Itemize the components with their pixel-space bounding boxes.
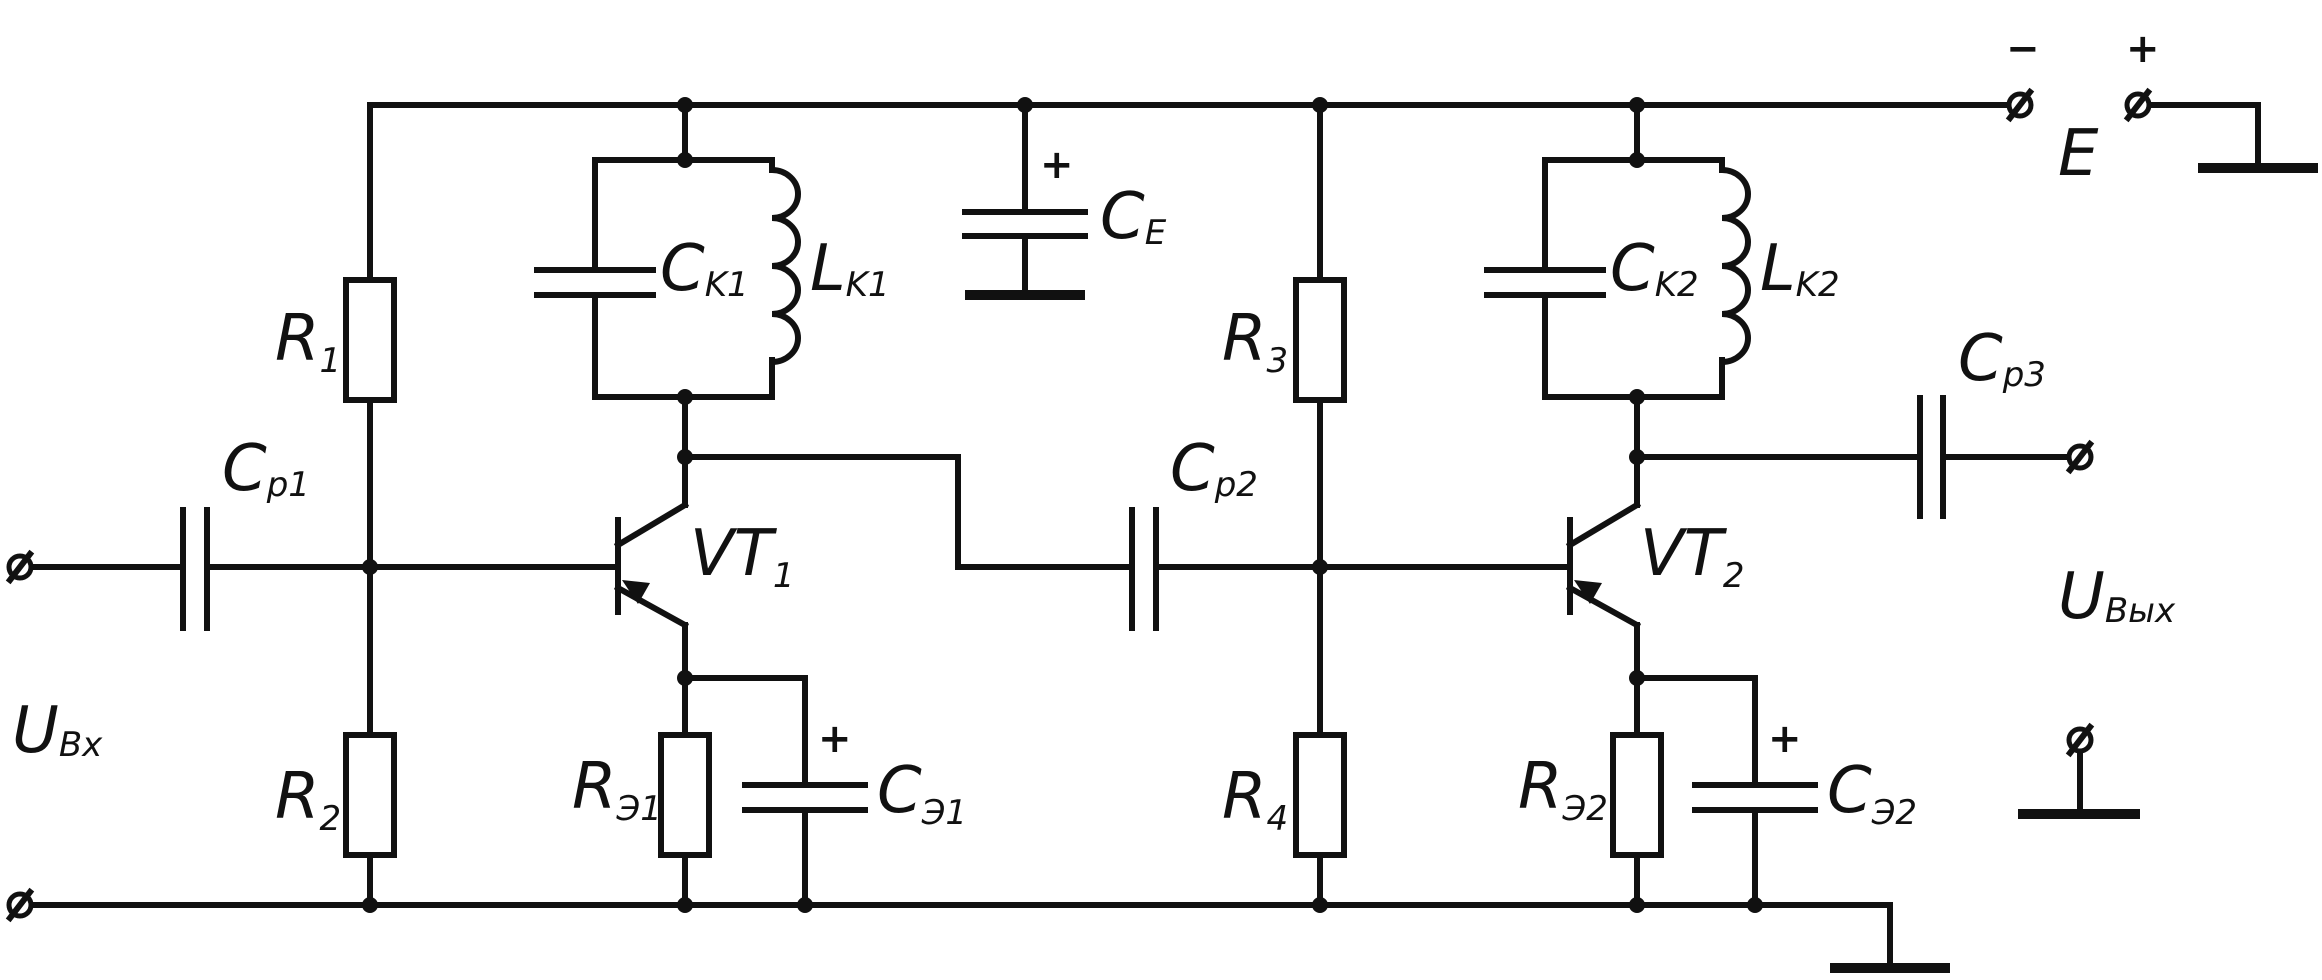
polarity-signs: + + + − +: [818, 26, 2160, 762]
resistor-re1: [658, 732, 712, 858]
resistor-r3: [1293, 277, 1347, 403]
label-lk2: LK2: [1760, 232, 1840, 306]
capacitor-ce: [962, 209, 1088, 300]
label-cp2: Cp2: [1170, 432, 1258, 506]
label-cp1: Cp1: [222, 432, 310, 506]
supply-plus-sign: +: [2126, 26, 2160, 72]
output-terminal-ground: [2065, 722, 2095, 758]
input-terminal-signal: [5, 549, 35, 585]
inductor-lk2: [1718, 166, 1751, 366]
label-ce: CE: [1100, 180, 1167, 254]
junction-nodes: [362, 97, 1763, 913]
resistor-re2: [1610, 732, 1664, 858]
label-r2: R2: [275, 760, 341, 839]
inductor-lk1: [768, 166, 801, 366]
capacitor-ce1: [742, 782, 868, 813]
plus-sign-ce2: +: [1768, 716, 1802, 762]
label-ck1: CK1: [660, 232, 749, 306]
label-r3: R3: [1222, 302, 1288, 381]
capacitors: [180, 209, 1946, 813]
supply-terminal-positive: [2123, 87, 2153, 123]
output-terminal-signal: [2065, 439, 2095, 475]
label-ck2: CK2: [1610, 232, 1699, 306]
label-u-out: UВых: [2058, 560, 2176, 634]
supply-minus-sign: −: [2006, 26, 2040, 72]
resistor-r1: [343, 277, 397, 403]
transistor-vt2: [1565, 500, 1642, 630]
label-ce2: CЭ2: [1827, 754, 1917, 833]
resistor-r4: [1293, 732, 1347, 858]
resistor-r2: [343, 732, 397, 858]
transistor-vt1: [613, 500, 690, 630]
label-ce1: CЭ1: [877, 754, 967, 833]
inductors: [768, 166, 1751, 366]
plus-sign-ce1: +: [818, 716, 852, 762]
capacitor-cp1: [180, 507, 210, 631]
resistors: [343, 277, 1664, 858]
terminals: [5, 87, 2153, 923]
label-re2: RЭ2: [1518, 750, 1608, 829]
capacitor-ck2: [1484, 267, 1606, 298]
label-supply-e: E: [2058, 117, 2099, 191]
capacitor-cp3: [1917, 395, 1946, 519]
capacitor-cp2: [1129, 507, 1159, 631]
label-vt1: VT1: [690, 517, 795, 596]
label-r4: R4: [1222, 760, 1288, 839]
ground-symbols: [1830, 163, 2318, 973]
capacitor-ck1: [534, 267, 656, 298]
label-u-in: UВх: [12, 694, 103, 768]
component-labels: R1 R2 R3 R4 RЭ1 RЭ2 CK1 LK1 CK2 LK2 CE C…: [12, 117, 2176, 839]
plus-sign-ce: +: [1040, 142, 1074, 188]
label-cp3: Cp3: [1958, 322, 2046, 396]
label-lk1: LK1: [810, 232, 890, 306]
input-terminal-ground: [5, 887, 35, 923]
label-re1: RЭ1: [572, 750, 662, 829]
supply-terminal-negative: [2005, 87, 2035, 123]
label-vt2: VT2: [1640, 517, 1745, 596]
label-r1: R1: [275, 302, 341, 381]
capacitor-ce2: [1692, 782, 1818, 813]
